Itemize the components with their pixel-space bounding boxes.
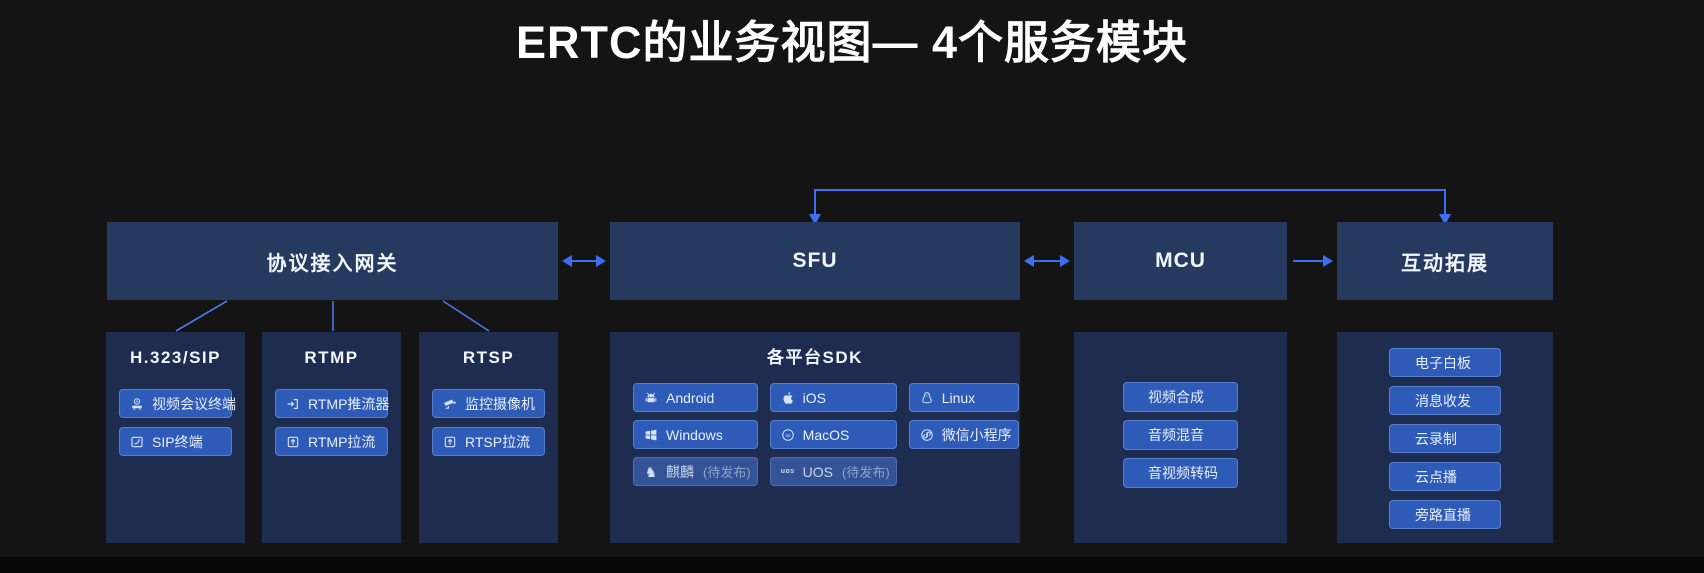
item-rtsp-pull: RTSP拉流 <box>432 427 545 456</box>
item-whiteboard: 电子白板 <box>1389 348 1501 377</box>
module-sfu-label: SFU <box>792 249 838 272</box>
column-h323-sip: H.323/SIP 视频会议终端 <box>106 332 245 543</box>
bottom-edge <box>0 557 1704 573</box>
column-mcu: 视频合成 音频混音 音视频转码 <box>1074 332 1287 543</box>
column-rtsp-title: RTSP <box>462 348 515 367</box>
item-video-conference-terminal: 视频会议终端 <box>119 389 236 418</box>
item-label: 电子白板 <box>1415 354 1471 371</box>
item-pending-suffix: (待发布) <box>842 465 890 480</box>
column-sdk-title: 各平台SDK <box>767 348 863 367</box>
item-label: RTSP拉流 <box>465 433 531 450</box>
item-label: 视频合成 <box>1148 389 1204 405</box>
item-label: Windows <box>666 426 723 443</box>
item-sdk-uos: uos UOS (待发布) <box>769 457 897 486</box>
item-label: 云点播 <box>1415 468 1457 485</box>
item-label: MacOS <box>802 426 850 443</box>
item-av-transcoding: 音视频转码 <box>1123 458 1238 488</box>
item-cloud-vod: 云点播 <box>1389 462 1501 491</box>
linux-icon <box>919 390 935 406</box>
column-rtsp: RTSP 监控摄像机 <box>419 332 558 543</box>
item-pending-suffix: (待发布) <box>703 465 751 480</box>
item-bypass-live: 旁路直播 <box>1389 500 1501 529</box>
item-label: RTMP推流器 <box>308 395 390 412</box>
column-rtmp: RTMP RTMP推流器 <box>262 332 401 543</box>
wechat-miniprogram-icon <box>919 427 935 443</box>
column-rtmp-title: RTMP <box>304 348 359 367</box>
item-sdk-kylin: ♞ 麒麟 (待发布) <box>633 457 758 486</box>
item-sdk-windows: Windows <box>633 420 758 449</box>
push-stream-icon <box>285 396 301 412</box>
column-interactive: 电子白板 消息收发 云录制 云点播 旁路直播 <box>1337 332 1553 543</box>
item-label: 监控摄像机 <box>465 395 535 412</box>
item-surveillance-camera: 监控摄像机 <box>432 389 545 418</box>
sfu-interactive-connector <box>814 189 1446 215</box>
macos-icon: os <box>780 427 796 443</box>
item-audio-mixing: 音频混音 <box>1123 420 1238 450</box>
item-sip-terminal: SIP终端 <box>119 427 232 456</box>
item-label: 微信小程序 <box>941 426 1012 443</box>
item-label: Linux <box>941 389 976 406</box>
item-label: iOS <box>802 389 827 406</box>
module-interactive-label: 互动拓展 <box>1401 252 1489 275</box>
module-interactive: 互动拓展 <box>1337 222 1553 300</box>
item-label: RTMP拉流 <box>308 433 376 450</box>
windows-icon <box>643 427 659 443</box>
column-h323-sip-title: H.323/SIP <box>130 348 221 367</box>
item-label: 旁路直播 <box>1415 506 1471 523</box>
item-sdk-macos: os MacOS <box>769 420 897 449</box>
item-label: 麒麟 <box>666 463 694 480</box>
pull-stream-icon <box>442 434 458 450</box>
sip-terminal-icon <box>129 434 145 450</box>
item-video-composition: 视频合成 <box>1123 382 1238 412</box>
page-title: ERTC的业务视图— 4个服务模块 <box>515 17 1189 68</box>
gateway-fanout-lines <box>175 300 490 332</box>
item-cloud-recording: 云录制 <box>1389 424 1501 453</box>
item-label: UOS <box>802 463 834 480</box>
item-sdk-android: Android <box>633 383 758 412</box>
cctv-camera-icon <box>442 396 458 412</box>
item-sdk-linux: Linux <box>908 383 1019 412</box>
item-label: 云录制 <box>1415 430 1457 447</box>
apple-icon <box>780 390 796 406</box>
android-icon <box>643 390 659 406</box>
module-sfu: SFU <box>610 222 1020 300</box>
conference-camera-icon <box>129 396 145 412</box>
item-label: Android <box>666 389 715 406</box>
uos-icon: uos <box>780 468 795 475</box>
module-mcu: MCU <box>1074 222 1287 300</box>
item-label: 视频会议终端 <box>152 395 236 412</box>
item-rtmp-pusher: RTMP推流器 <box>275 389 390 418</box>
item-label: 消息收发 <box>1415 392 1471 409</box>
pull-stream-icon <box>285 434 301 450</box>
item-sdk-ios: iOS <box>769 383 897 412</box>
module-mcu-label: MCU <box>1155 249 1206 272</box>
item-rtmp-pull: RTMP拉流 <box>275 427 388 456</box>
column-sdk: 各平台SDK Android <box>610 332 1020 543</box>
kylin-icon: ♞ <box>644 463 658 480</box>
item-sdk-wechat-miniprogram: 微信小程序 <box>908 420 1019 449</box>
module-gateway: 协议接入网关 <box>107 222 558 300</box>
item-label: 音频混音 <box>1148 427 1204 443</box>
item-messaging: 消息收发 <box>1389 386 1501 415</box>
item-label: SIP终端 <box>152 433 203 450</box>
svg-text:os: os <box>785 433 791 438</box>
item-label: 音视频转码 <box>1148 465 1218 481</box>
module-gateway-label: 协议接入网关 <box>266 252 399 275</box>
